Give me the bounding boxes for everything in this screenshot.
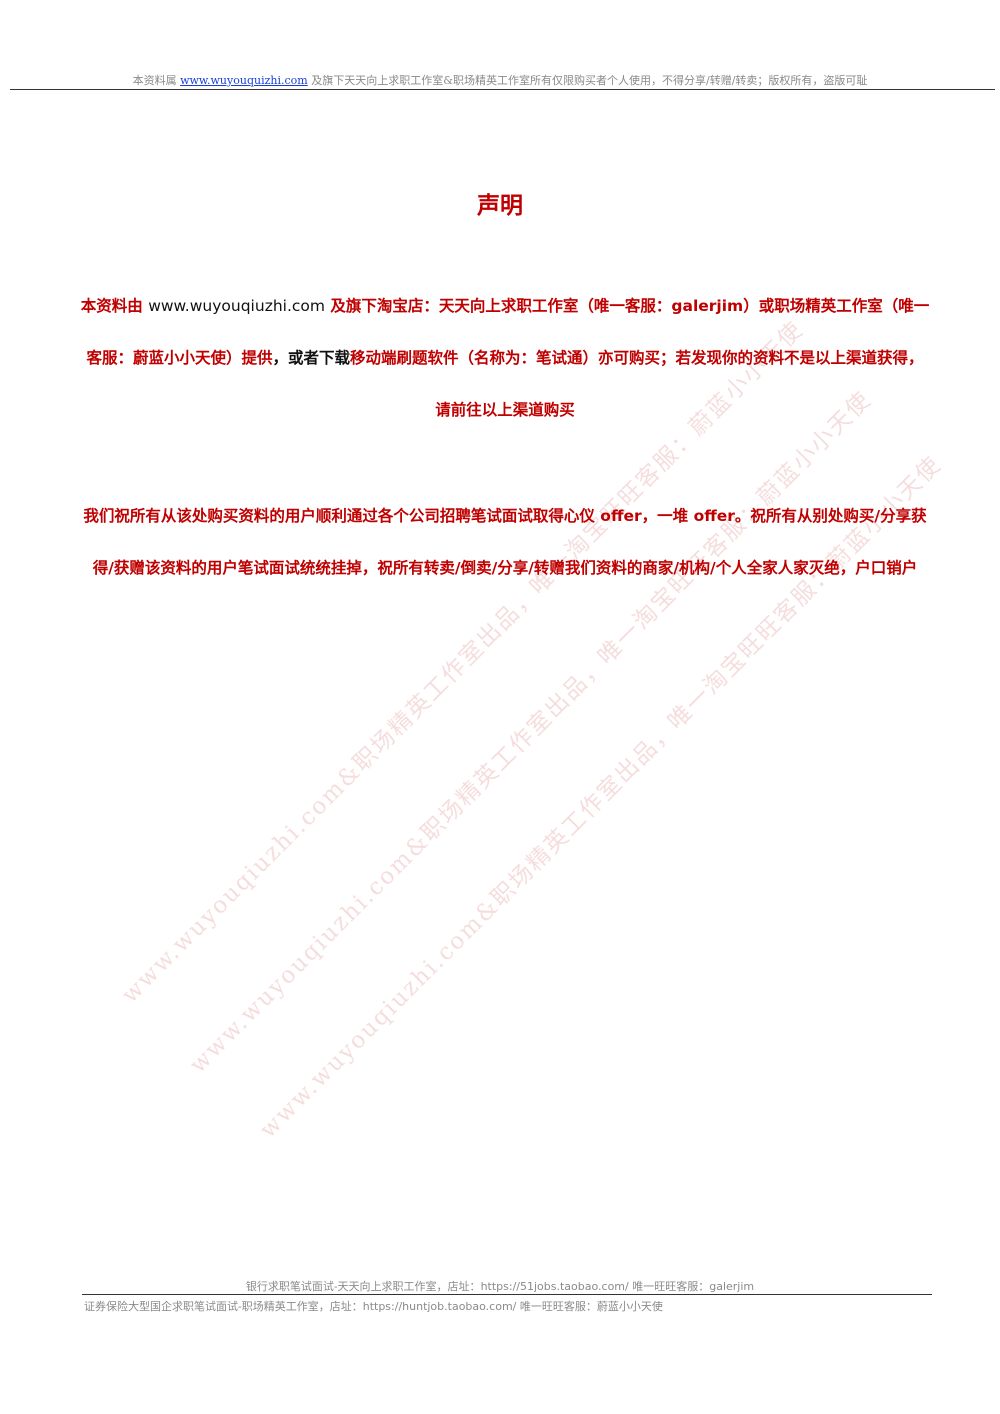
notice-text: 移动端刷题软件（名称为：笔试通）亦可购买；若发现你的资料不是以上渠道获得，请前往… [350,349,924,419]
watermark: www.wuyouqiuzhi.com&职场精英工作室出品，唯一淘宝旺旺客服：蔚… [184,386,877,1079]
footer-text: 唯一旺旺客服： [628,1280,710,1293]
header-prefix: 本资料属 [132,74,181,87]
footer-text: 唯一旺旺客服：蔚蓝小小天使 [516,1300,663,1313]
header-divider [10,89,995,90]
footer-line-2: 证券保险大型国企求职笔试面试-职场精英工作室，店址：https://huntjo… [84,1298,663,1314]
footer-line-1: 银行求职笔试面试-天天向上求职工作室，店址：https://51jobs.tao… [0,1278,1000,1294]
notice-text: 及旗下淘宝店：天天向上求职工作室（唯一客服：galerjim）或职场精英工作室（… [86,297,930,367]
footer-text: 证券保险大型国企求职笔试面试-职场精英工作室，店址： [84,1300,363,1313]
notice-paragraph-2: 我们祝所有从该处购买资料的用户顺利通过各个公司招聘笔试面试取得心仪 offer，… [83,507,927,577]
footer-url: https://51jobs.taobao.com/ [480,1280,629,1293]
site-url: www.wuyouqiuzhi.com [148,297,325,315]
footer-divider [82,1294,932,1295]
notice-text: ，或者下载 [272,349,350,367]
page-header: 本资料属 www.wuyouquizhi.com 及旗下天天向上求职工作室&职场… [0,72,1000,88]
footer-text: galerjim [709,1280,755,1293]
notice-text: 本资料由 [80,297,149,315]
header-suffix: 及旗下天天向上求职工作室&职场精英工作室所有仅限购买者个人使用，不得分享/转赠/… [307,74,868,87]
page-title: 声明 [477,193,523,219]
notice-paragraph-1: 本资料由 www.wuyouqiuzhi.com 及旗下淘宝店：天天向上求职工作… [80,280,930,436]
footer-url: https://huntjob.taobao.com/ [362,1300,517,1313]
header-link[interactable]: www.wuyouquizhi.com [180,74,308,87]
footer-text: 银行求职笔试面试-天天向上求职工作室，店址： [245,1280,481,1293]
